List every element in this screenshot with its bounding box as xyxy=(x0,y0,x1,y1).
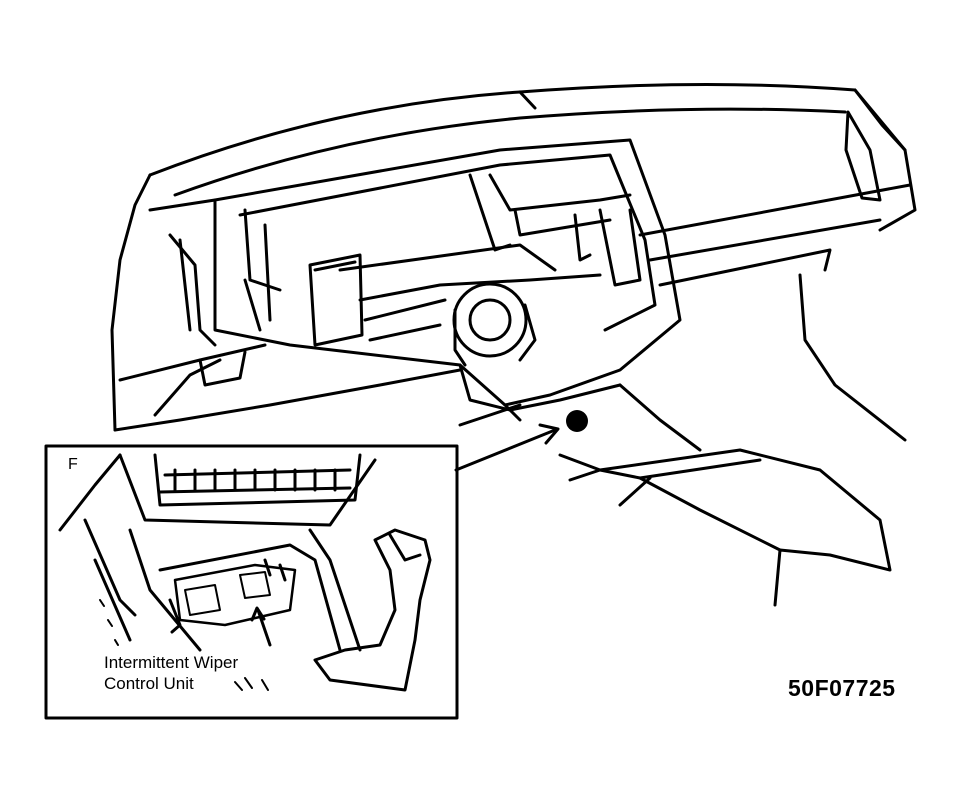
steering-column xyxy=(358,273,602,302)
inset-letter: F xyxy=(68,456,78,473)
inset-frame xyxy=(44,444,459,720)
location-marker xyxy=(566,410,588,432)
figure-id: 50F07725 xyxy=(788,675,896,701)
steering-hub xyxy=(452,282,528,358)
shift-lever xyxy=(313,528,432,692)
right-vent xyxy=(844,110,882,202)
wiper-control-unit xyxy=(173,563,297,627)
pointer-arrow xyxy=(454,428,557,472)
callout-label: Intermittent Wiper Control Unit xyxy=(104,652,238,694)
cluster-housing xyxy=(213,138,682,407)
center-console xyxy=(558,448,892,607)
callout-line-2: Control Unit xyxy=(104,674,194,693)
wiper-stalk xyxy=(308,253,364,347)
callout-line-1: Intermittent Wiper xyxy=(104,653,239,672)
dash-top-inner xyxy=(173,107,847,197)
